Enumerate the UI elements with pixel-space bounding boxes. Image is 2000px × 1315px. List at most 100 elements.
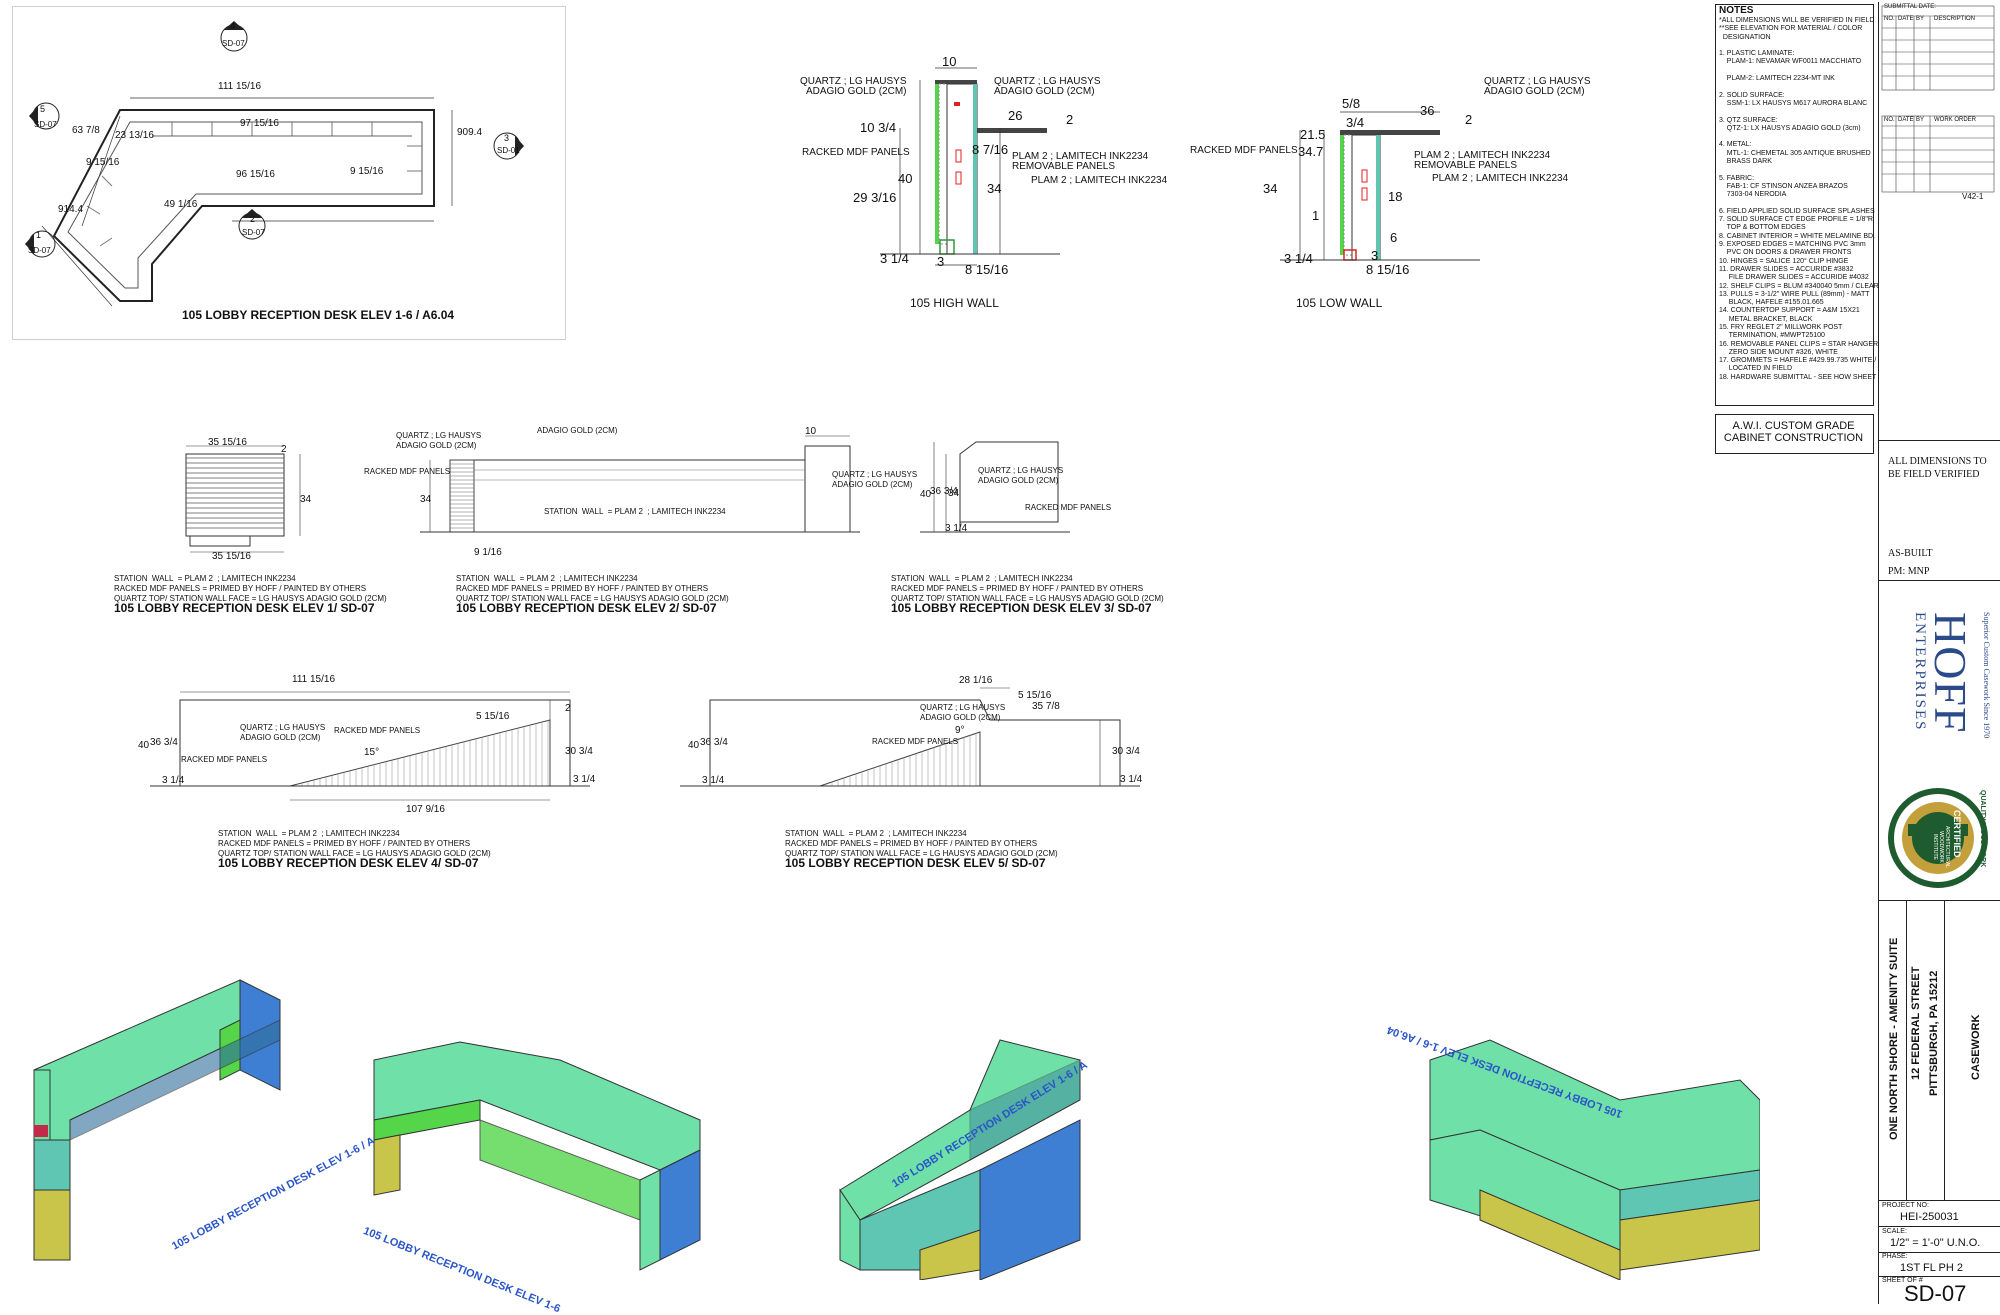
revision-tables — [1881, 5, 1995, 193]
elev4-dim-5: 5 15/16 — [476, 711, 510, 722]
elev3-label-mdf: RACKED MDF PANELS — [1025, 503, 1112, 512]
plan-dim-0: 111 15/16 — [218, 81, 262, 92]
elev4-title: 105 LOBBY RECEPTION DESK ELEV 4/ SD-07 — [218, 856, 479, 870]
elev5-dim-35: 35 7/8 — [1032, 701, 1060, 712]
elev5-drawing — [680, 687, 1140, 787]
low-wall-label-mdf: RACKED MDF PANELS — [1190, 145, 1298, 156]
high-wall-dim-29: 29 3/16 — [853, 190, 897, 205]
elev4-dim-30: 30 3/4 — [565, 746, 593, 757]
iso-view-1 — [33, 979, 281, 1261]
high-wall-label-plam-removable: PLAM 2 ; LAMITECH INK2234 REMOVABLE PANE… — [1012, 151, 1149, 172]
low-wall-label-plam-removable: PLAM 2 ; LAMITECH INK2234 REMOVABLE PANE… — [1414, 150, 1551, 171]
plan-dim-1: 97 15/16 — [240, 118, 279, 129]
elev2-dim-9: 9 1/16 — [474, 547, 502, 558]
elev2-title: 105 LOBBY RECEPTION DESK ELEV 2/ SD-07 — [456, 601, 717, 615]
elev4-dim-36: 36 3/4 — [150, 737, 178, 748]
project-divider-v2 — [1944, 900, 1945, 1200]
high-wall-dim-10-3-4: 10 3/4 — [860, 120, 897, 135]
low-wall-dim-5-8: 5/8 — [1342, 96, 1361, 111]
elev1-dim-bottom: 35 15/16 — [212, 551, 251, 562]
elev3-label-quartz: QUARTZ ; LG HAUSYS ADAGIO GOLD (2CM) — [978, 466, 1064, 485]
high-wall-dim-26: 26 — [1008, 108, 1023, 123]
elev5-caption: STATION WALL = PLAM 2 ; LAMITECH INK2234… — [785, 829, 1058, 858]
high-wall-label-quartz-left: QUARTZ ; LG HAUSYS ADAGIO GOLD (2CM) — [800, 76, 907, 97]
iso-view-4 — [1429, 1039, 1760, 1280]
low-wall-dim-34-7: 34.7 — [1298, 144, 1324, 159]
high-wall-dim-34: 34 — [987, 181, 1002, 196]
elev2-label-quartz-right: QUARTZ ; LG HAUSYS ADAGIO GOLD (2CM) — [832, 470, 918, 489]
project-no-label: PROJECT NO: — [1882, 1202, 1929, 1209]
title-block-divider-7 — [1878, 1276, 2000, 1277]
seal-top-text: CERTIFIED — [1952, 810, 1962, 858]
elev2-label-mdf: RACKED MDF PANELS — [364, 467, 451, 476]
high-wall-label-plam: PLAM 2 ; LAMITECH INK2234 — [1031, 175, 1168, 186]
low-wall-dim-1: 1 — [1312, 208, 1320, 223]
elev5-dim-28: 28 1/16 — [959, 675, 993, 686]
plan-tag-1-sheet: SD-07 — [28, 246, 51, 255]
plan-tag-3-sheet: SD-01 — [497, 146, 520, 155]
high-wall-label-quartz-right: QUARTZ ; LG HAUSYS ADAGIO GOLD (2CM) — [994, 76, 1101, 97]
elev5-dim-30: 30 3/4 — [1112, 746, 1140, 757]
iso-view-2 — [373, 1041, 701, 1271]
rev-col-date: DATE — [1898, 16, 1914, 22]
plan-dim-7: 9 15/16 — [350, 166, 384, 177]
plan-dim-8: 914.4 — [58, 204, 84, 215]
elev2-label-quartz: QUARTZ ; LG HAUSYS ADAGIO GOLD (2CM) — [396, 431, 482, 450]
dims-verify-note: ALL DIMENSIONS TO BE FIELD VERIFIED — [1888, 456, 1987, 480]
plan-tag-2-num: 2 — [250, 214, 256, 224]
plan-tag-2-sheet: SD-07 — [242, 228, 265, 237]
low-wall-dim-3: 3 — [1371, 248, 1379, 263]
low-wall-dim-34: 34 — [1263, 181, 1278, 196]
elev3-dim-40: 40 — [920, 489, 932, 500]
awi-box — [1715, 414, 1874, 454]
plan-dim-3: 23 13/16 — [115, 130, 154, 141]
sheet-label: SHEET OF # — [1882, 1277, 1923, 1284]
awi-text: A.W.I. CUSTOM GRADE CABINET CONSTRUCTION — [1723, 420, 1864, 444]
plan-dim-9: 49 1/16 — [164, 199, 198, 210]
elev2-label-adagio: ADAGIO GOLD (2CM) — [537, 426, 618, 435]
title-block-divider-1 — [1878, 440, 2000, 441]
low-wall-dim-6: 6 — [1390, 230, 1398, 245]
company-logo: HOFF ENTERPRISES — [1906, 612, 1976, 772]
low-wall-dim-3-1-4: 3 1/4 — [1284, 251, 1313, 266]
low-wall-dim-8-15-16: 8 15/16 — [1366, 262, 1410, 277]
high-wall-dim-10: 10 — [942, 54, 957, 69]
elev4-label-quartz: QUARTZ ; LG HAUSYS ADAGIO GOLD (2CM) — [240, 723, 326, 742]
elev1-drawing — [185, 445, 301, 553]
low-wall-dim-36: 36 — [1420, 103, 1435, 118]
elev5-title: 105 LOBBY RECEPTION DESK ELEV 5/ SD-07 — [785, 856, 1046, 870]
elev3-caption: STATION WALL = PLAM 2 ; LAMITECH INK2234… — [891, 574, 1164, 603]
scale-label: SCALE: — [1882, 1228, 1907, 1235]
rev2-col-no: NO. — [1884, 117, 1895, 123]
low-wall-title: 105 LOW WALL — [1296, 296, 1383, 310]
seal-bottom-text: QUALITY WOODWORK — [1979, 790, 1986, 868]
elev5-dim-9deg: 9° — [955, 725, 965, 736]
plan-dim-5: 9 15/16 — [86, 157, 120, 168]
elev2-caption: STATION WALL = PLAM 2 ; LAMITECH INK2234… — [456, 574, 729, 603]
plan-tag-4-num: 4 — [230, 21, 236, 31]
elev5-dim-36: 36 3/4 — [700, 737, 728, 748]
elev5-label-mdf: RACKED MDF PANELS — [872, 737, 959, 746]
plan-tag-5-num: 5 — [40, 104, 46, 114]
project-no: HEI-250031 — [1900, 1211, 1959, 1223]
elev3-dim-3: 3 1/4 — [945, 523, 968, 534]
project-city: PITTSBURGH, PA 15212 — [1928, 970, 1940, 1096]
elev5-dim-3-left: 3 1/4 — [702, 775, 725, 786]
rev2-col-date: DATE — [1898, 117, 1914, 123]
rev2-col-wo: WORK ORDER — [1934, 117, 1976, 123]
revision-version: V42-1 — [1962, 192, 1984, 201]
project-street: 12 FEDERAL STREET — [1910, 966, 1922, 1081]
plan-dim-2: 63 7/8 — [72, 125, 100, 136]
elev4-dim-2: 2 — [565, 703, 571, 714]
rev2-col-by: BY — [1916, 117, 1925, 123]
elev1-title: 105 LOBBY RECEPTION DESK ELEV 1/ SD-07 — [114, 601, 375, 615]
elev4-dim-15deg: 15° — [364, 747, 380, 758]
elev4-dim-40: 40 — [138, 740, 150, 751]
awi-seal-icon — [1888, 788, 1988, 888]
plan-dim-6: 96 15/16 — [236, 169, 275, 180]
high-wall-dim-3: 3 — [937, 254, 945, 269]
elev2-dim-34: 34 — [420, 494, 432, 505]
title-block-frame — [1878, 2, 1997, 1304]
project-name: ONE NORTH SHORE - AMENITY SUITE — [1888, 937, 1900, 1140]
rev-col-by: BY — [1916, 16, 1925, 22]
